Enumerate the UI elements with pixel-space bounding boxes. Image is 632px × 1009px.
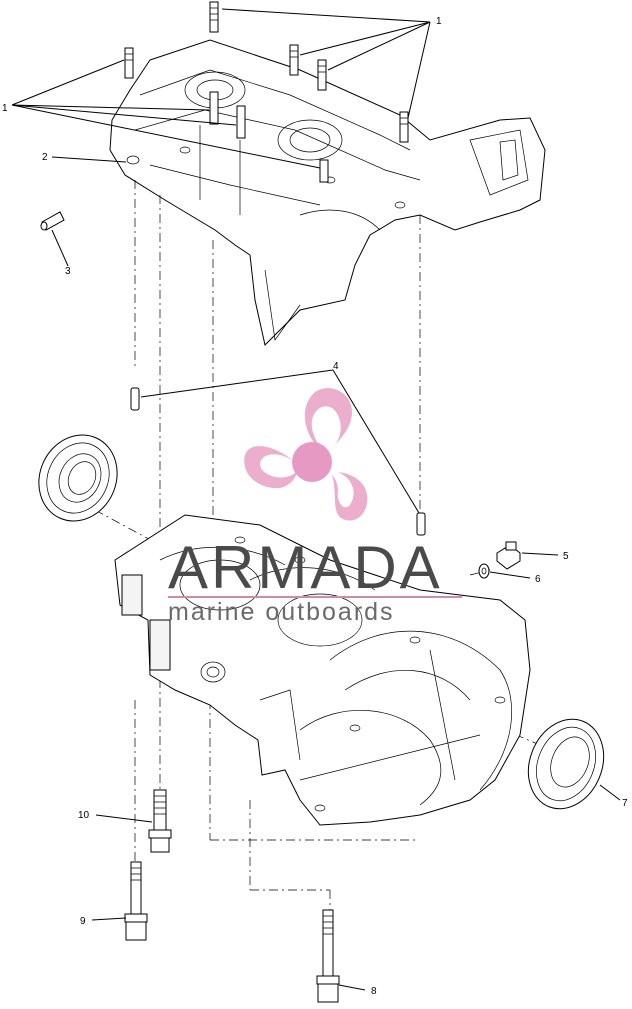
dowel-pin-part: [130, 387, 426, 536]
callout-5: 5: [563, 551, 569, 562]
callout-9: 9: [80, 916, 86, 927]
callout-8: 8: [371, 986, 377, 997]
bolt-part: [316, 909, 340, 1003]
callout-labels: 1 1 2 3 4 5 6 7 8 9 10: [2, 16, 628, 997]
callout-2: 2: [42, 152, 48, 163]
propeller-hub: [292, 442, 332, 482]
dowel-pin-part: [40, 211, 65, 231]
stud-bolt-part: [124, 1, 409, 183]
propeller-logo-icon: [244, 388, 368, 521]
propeller-blade-left: [244, 446, 298, 489]
propeller-blade-top: [304, 388, 352, 450]
bolt-part: [148, 789, 172, 853]
lower-crankcase-part: [114, 514, 531, 826]
callout-1-left: 1: [2, 103, 8, 114]
callout-3: 3: [65, 266, 71, 277]
right-oil-seal-part: [527, 718, 605, 810]
callout-10: 10: [78, 810, 90, 821]
upper-crankcase-part: [109, 39, 546, 346]
washer-part: [478, 563, 490, 579]
watermark-subtitle: marine outboards: [168, 598, 395, 626]
watermark-title: ARMADA: [168, 534, 443, 601]
bolt-part: [124, 861, 148, 941]
callout-4: 4: [333, 361, 339, 372]
propeller-blade-right: [332, 472, 368, 521]
armada-watermark: ARMADA marine outboards: [168, 388, 462, 626]
leader-lines: [11, 8, 621, 991]
callout-1-top: 1: [436, 16, 442, 27]
callout-6: 6: [535, 574, 541, 585]
drain-plug-part: [496, 541, 521, 570]
callout-7: 7: [622, 798, 628, 809]
left-oil-seal-part: [38, 434, 118, 522]
